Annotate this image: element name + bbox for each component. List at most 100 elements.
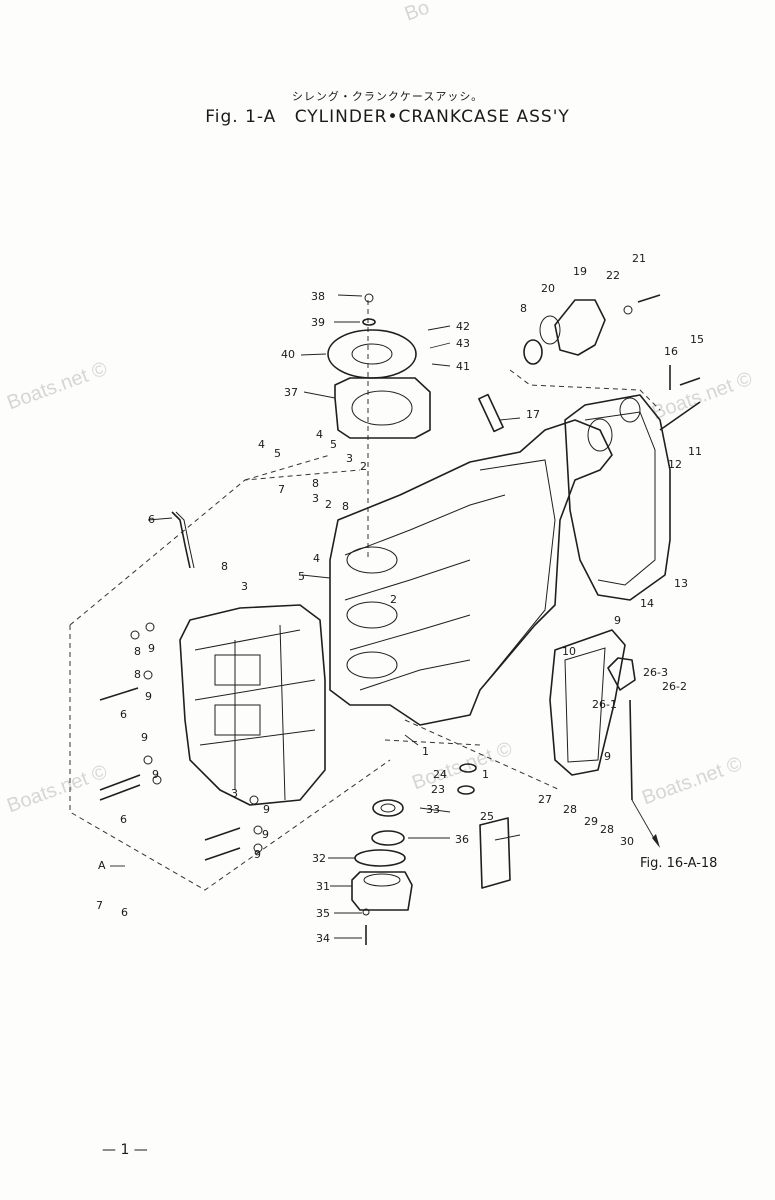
crankcase-window: [214, 704, 261, 736]
callout: 9: [141, 731, 148, 744]
washer-9: [152, 775, 162, 785]
head-cover-detail: [584, 411, 656, 586]
exhaust-cover-detail: [564, 647, 606, 763]
o-ring-32: [354, 849, 406, 867]
callout: 28: [563, 803, 577, 816]
callout: 39: [311, 316, 325, 329]
bearing-housing-31: [351, 871, 413, 911]
head-cover-port: [587, 418, 613, 452]
callout: 4: [316, 428, 323, 441]
washer-9: [143, 670, 153, 680]
link-rod-30: [629, 699, 633, 801]
block-flange: [479, 459, 556, 691]
callout: 22: [606, 269, 620, 282]
oil-seal-33-inner: [380, 803, 396, 813]
cover-40: [327, 329, 417, 379]
callout: 21: [632, 252, 646, 265]
washer-9: [145, 622, 155, 632]
callout: 26-1: [592, 698, 617, 711]
bolt-6: [99, 687, 139, 701]
callout: 8: [134, 645, 141, 658]
callout: 28: [600, 823, 614, 836]
callout: 43: [456, 337, 470, 350]
cover-40-inner: [351, 343, 393, 365]
callout: 3: [346, 452, 353, 465]
callout: 29: [584, 815, 598, 828]
bolt-35: [362, 908, 370, 916]
assembly-dash-line: [384, 739, 481, 746]
oil-seal-33: [372, 799, 404, 817]
thermostat-cover-19: [554, 299, 606, 356]
cylinder-bore: [346, 601, 398, 629]
callout: 25: [480, 810, 494, 823]
callout: 30: [620, 835, 634, 848]
bearing-housing-bore: [363, 873, 401, 887]
seal-39: [362, 318, 376, 326]
thermostat-8: [523, 339, 543, 365]
gasket-37: [334, 377, 431, 439]
figure-reference: Fig. 16-A-18: [640, 856, 717, 871]
callout: 8: [221, 560, 228, 573]
arrow-to-fig-16: [631, 799, 656, 841]
callout: 2: [390, 593, 397, 606]
assembly-dash-line: [509, 369, 661, 411]
callout: 9: [604, 750, 611, 763]
callout: 14: [640, 597, 654, 610]
callout: 42: [456, 320, 470, 333]
callout: 23: [431, 783, 445, 796]
callout: 6: [120, 708, 127, 721]
water-pipe-branch: [494, 834, 521, 841]
callout: 1: [482, 768, 489, 781]
callout: 3: [312, 492, 319, 505]
hose-6-inner: [175, 511, 195, 569]
callout: 26-2: [662, 680, 687, 693]
washer-22: [623, 305, 633, 315]
callout: 33: [426, 803, 440, 816]
spark-plug-17: [478, 393, 504, 433]
bolt-6: [204, 827, 241, 841]
callout: 12: [668, 458, 682, 471]
callout: 9: [263, 803, 270, 816]
callout: 9: [145, 690, 152, 703]
water-pipe: [479, 817, 511, 889]
bolt-15: [679, 377, 701, 386]
callout: 8: [342, 500, 349, 513]
callout: 41: [456, 360, 470, 373]
callout: 4: [313, 552, 320, 565]
callout: 9: [614, 614, 621, 627]
callout: 17: [526, 408, 540, 421]
washer-9: [249, 795, 259, 805]
callout: 37: [284, 386, 298, 399]
callout: 27: [538, 793, 552, 806]
assembly-dash-line: [404, 719, 561, 791]
callout: 35: [316, 907, 330, 920]
bolt-6: [99, 774, 141, 791]
callout: 1: [422, 745, 429, 758]
callout: 26-3: [643, 666, 668, 679]
callout: 9: [254, 848, 261, 861]
nut-8: [130, 630, 140, 640]
hose-6: [171, 511, 191, 569]
anode-23: [457, 785, 475, 795]
japanese-title: シレング・クランクケースアッシ。: [291, 90, 484, 103]
callout: 19: [573, 265, 587, 278]
exhaust-cover-27: [549, 629, 626, 776]
callout: 16: [664, 345, 678, 358]
cylinder-block: [329, 419, 613, 726]
crankcase-detail: [194, 624, 316, 801]
callout: 8: [312, 477, 319, 490]
callout: 10: [562, 645, 576, 658]
cylinder-bore: [346, 651, 398, 679]
figure-number: Fig. 1-A: [205, 107, 277, 127]
bracket-26-1: [607, 657, 636, 691]
bolt-6: [204, 847, 241, 861]
callout: 4: [258, 438, 265, 451]
callout: 15: [690, 333, 704, 346]
head-cover-13: [564, 394, 671, 601]
cylinder-bore: [346, 546, 398, 574]
assembly-dash-line: [69, 625, 391, 891]
bolt-6: [99, 784, 141, 801]
callout: 36: [455, 833, 469, 846]
anode-24: [459, 763, 477, 773]
